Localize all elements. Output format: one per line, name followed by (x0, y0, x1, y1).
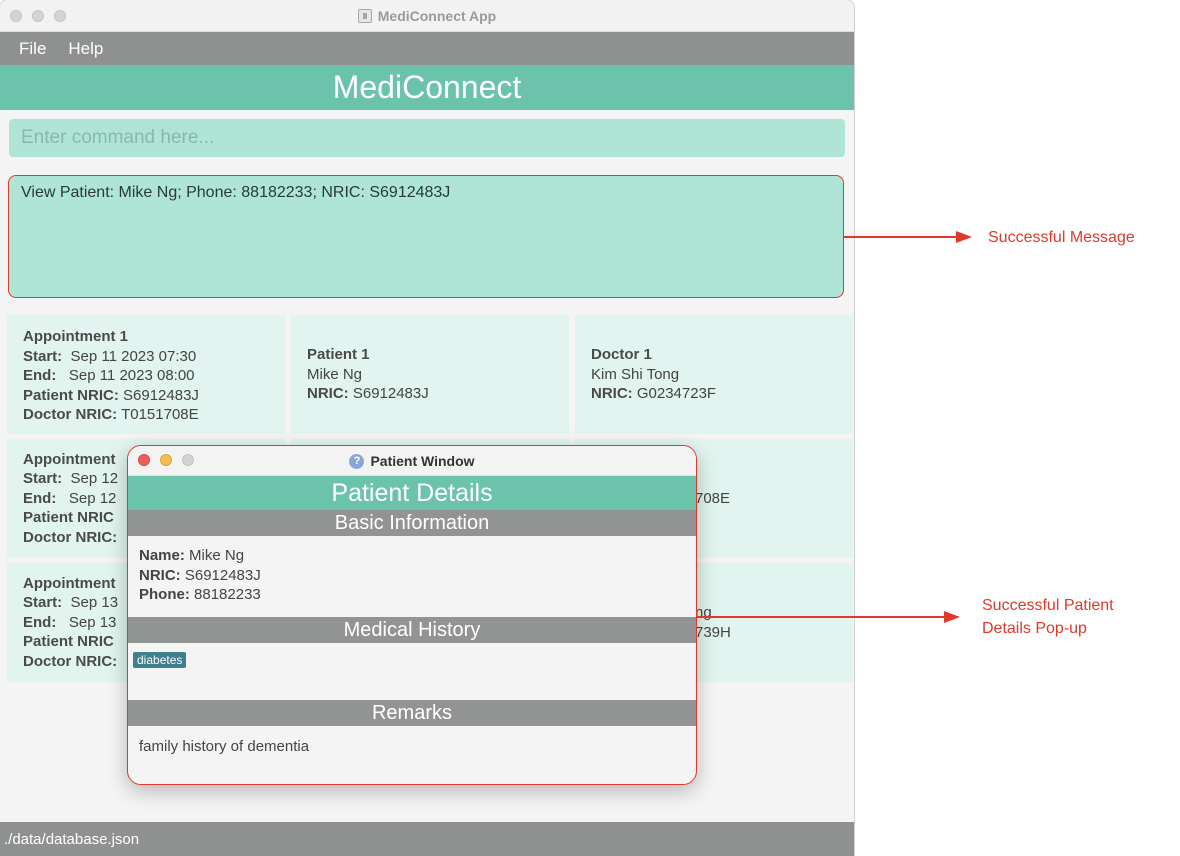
app-icon (357, 9, 372, 23)
nric-label: NRIC: (591, 385, 633, 403)
patient-nric-label: Patient NRIC (23, 509, 114, 527)
popup-zoom-button[interactable] (182, 454, 194, 466)
patient-nric-value: S6912483J (123, 386, 199, 404)
doctor-name: Kim Shi Tong (591, 365, 680, 383)
medical-history-section: Medical History (128, 617, 696, 643)
start-value: Sep 12 (70, 470, 119, 488)
help-icon: ? (349, 453, 365, 469)
end-label: End: (23, 613, 57, 631)
popup-title: ? Patient Window (128, 446, 696, 476)
end-value: Sep 13 (68, 613, 117, 631)
nric-value: S6912483J (184, 566, 261, 584)
phone-label: Phone: (139, 586, 190, 603)
window-title-text: MediConnect App (377, 8, 497, 24)
appointment-heading: Appointment (23, 574, 116, 592)
start-label: Start: (23, 347, 63, 365)
end-value: Sep 12 (68, 489, 117, 507)
remarks-section: Remarks (128, 700, 696, 726)
annotation-arrowhead (956, 231, 972, 243)
end-value: Sep 11 2023 08:00 (68, 367, 195, 384)
status-path: ./data/database.json (4, 830, 140, 848)
patient-window: ? Patient Window Patient Details Basic I… (127, 445, 697, 785)
start-value: Sep 13 (70, 594, 119, 612)
phone-value: 88182233 (194, 586, 261, 603)
popup-title-text: Patient Window (370, 453, 475, 469)
app-header: MediConnect (0, 65, 854, 110)
condition-tag: diabetes (133, 652, 187, 668)
name-value: Mike Ng (189, 547, 245, 564)
nric-label: NRIC: (139, 566, 181, 584)
title-bar: MediConnect App (0, 0, 854, 32)
doctor-nric-value: T0151708E (121, 406, 199, 423)
partial-nric: 739H (695, 623, 731, 641)
partial-nric: 708E (695, 489, 731, 507)
patient-nric-label: Patient NRIC: (23, 386, 119, 404)
appointment-heading: Appointment 1 (23, 328, 128, 345)
command-input[interactable] (9, 119, 845, 157)
annotation-message-label: Successful Message (988, 229, 1135, 246)
appointment-heading: Appointment (23, 450, 116, 468)
nric-value: S6912483J (352, 385, 429, 403)
result-display: View Patient: Mike Ng; Phone: 88182233; … (8, 175, 844, 298)
annotation-line (697, 616, 945, 618)
popup-title-bar: ? Patient Window (128, 446, 696, 476)
annotation-popup-label: Successful Patient Details Pop-up (982, 594, 1114, 640)
start-value: Sep 11 2023 07:30 (70, 347, 197, 365)
annotation-arrowhead (944, 611, 960, 623)
end-label: End: (23, 489, 57, 507)
card-row: Appointment 1 Start: Sep 11 2023 07:30 E… (7, 315, 854, 434)
basic-info-section: Basic Information (128, 510, 696, 536)
end-label: End: (23, 367, 57, 384)
popup-header: Patient Details (128, 476, 696, 510)
zoom-window-button[interactable] (54, 10, 66, 22)
start-label: Start: (23, 470, 63, 488)
start-label: Start: (23, 594, 63, 612)
annotation-popup-line2: Details Pop-up (982, 620, 1087, 637)
app-title: MediConnect (332, 69, 522, 105)
nric-label: NRIC: (307, 385, 349, 403)
result-text: View Patient: Mike Ng; Phone: 88182233; … (21, 184, 451, 201)
window-title: MediConnect App (0, 0, 854, 32)
command-area (0, 110, 854, 157)
doctor-card[interactable]: Doctor 1 Kim Shi Tong NRIC: G0234723F (575, 315, 853, 434)
popup-close-button[interactable] (138, 454, 150, 466)
menu-bar: File Help (0, 32, 854, 65)
remarks-content: family history of dementia (139, 738, 310, 755)
annotation-popup-line1: Successful Patient (982, 597, 1114, 614)
appointment-card[interactable]: Appointment 1 Start: Sep 11 2023 07:30 E… (7, 315, 285, 434)
status-bar: ./data/database.json (0, 822, 854, 856)
doctor-nric-label: Doctor NRIC: (23, 528, 118, 546)
doctor-nric-label: Doctor NRIC: (23, 406, 118, 423)
patient-heading: Patient 1 (307, 346, 370, 364)
name-label: Name: (139, 547, 185, 564)
nric-value: G0234723F (636, 385, 717, 403)
annotation-line (844, 236, 958, 238)
menu-help[interactable]: Help (68, 38, 104, 58)
patient-card[interactable]: Patient 1 Mike Ng NRIC: S6912483J (291, 315, 569, 434)
doctor-nric-label: Doctor NRIC: (23, 652, 118, 670)
doctor-heading: Doctor 1 (591, 346, 652, 364)
patient-nric-label: Patient NRIC (23, 633, 114, 651)
medical-history-content: diabetes (128, 643, 696, 700)
close-window-button[interactable] (10, 10, 22, 22)
popup-minimize-button[interactable] (160, 454, 172, 466)
menu-file[interactable]: File (19, 38, 47, 58)
basic-info-content: Name: Mike Ng NRIC: S6912483J Phone: 881… (128, 536, 696, 617)
patient-name: Mike Ng (307, 365, 363, 383)
minimize-window-button[interactable] (32, 10, 44, 22)
